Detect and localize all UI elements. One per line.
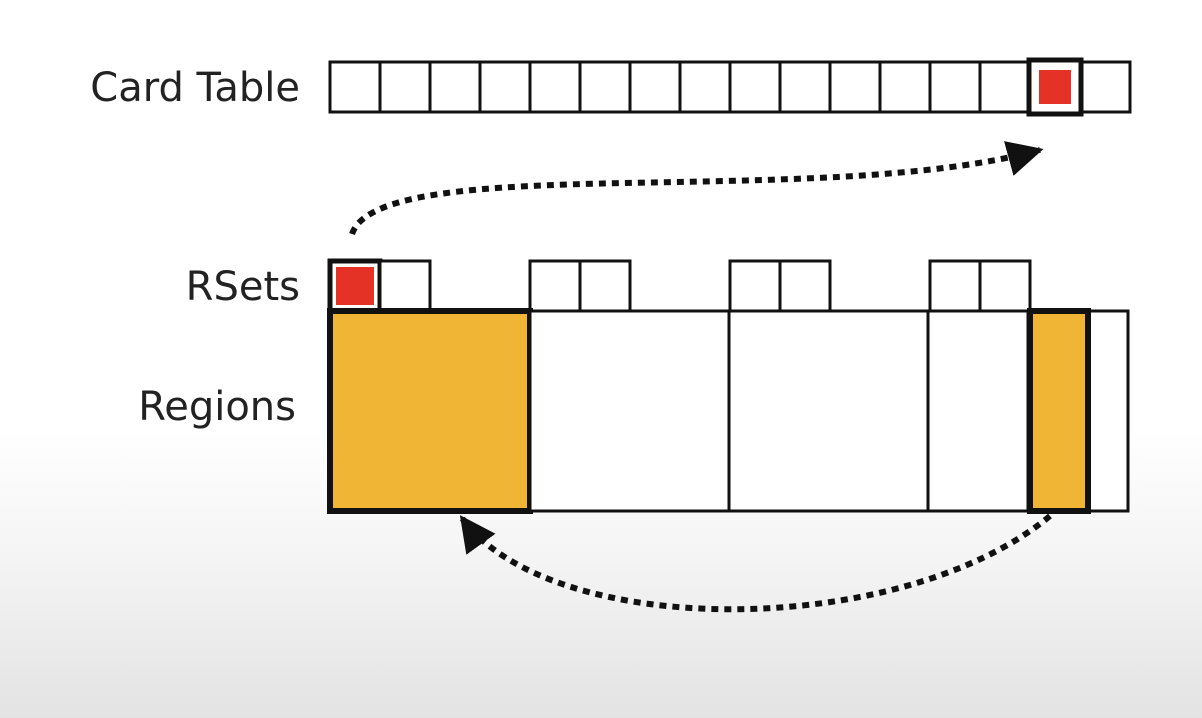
regions-row [327, 308, 1130, 514]
rset-slot [378, 259, 432, 313]
card-cell [328, 60, 382, 114]
region-highlighted [327, 308, 533, 514]
regions-label: Regions [138, 384, 296, 430]
card-table [328, 57, 1132, 117]
rset-slot [928, 259, 982, 313]
rset-slot [978, 259, 1032, 313]
card-cell [778, 60, 832, 114]
card-cell [478, 60, 532, 114]
card-cell [528, 60, 582, 114]
card-cell [928, 60, 982, 114]
region-highlighted [1027, 308, 1091, 514]
region [926, 309, 1030, 513]
card-cell [578, 60, 632, 114]
card-cell [728, 60, 782, 114]
card-cell [378, 60, 432, 114]
rset-slot [578, 259, 632, 313]
card-to-rset-arrow [349, 141, 1044, 236]
dirty-card-cell [1026, 57, 1084, 117]
dirty-card-fill [1039, 70, 1071, 104]
card-cell [678, 60, 732, 114]
rset-slot [728, 259, 782, 313]
rsets-label: RSets [185, 264, 300, 310]
card-cell [628, 60, 682, 114]
rset-slot-fill [336, 267, 374, 305]
card-cell [828, 60, 882, 114]
region [528, 309, 731, 513]
rset-slot [528, 259, 582, 313]
card-cell [1078, 60, 1132, 114]
card-cell [978, 60, 1032, 114]
card-table-label: Card Table [90, 65, 300, 111]
card-cell [878, 60, 932, 114]
region-to-region-arrow [459, 513, 1052, 613]
rset-slot [778, 259, 832, 313]
rsets-row [327, 258, 1032, 314]
region [727, 309, 930, 513]
card-cell [428, 60, 482, 114]
